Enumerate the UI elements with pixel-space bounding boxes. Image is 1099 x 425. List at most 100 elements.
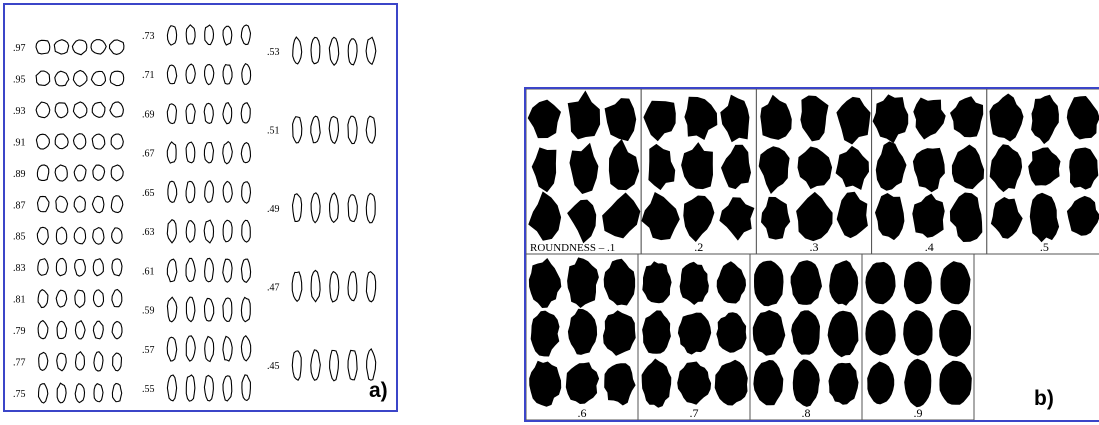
grain-outline xyxy=(92,102,105,117)
grain-outline xyxy=(186,297,195,322)
grain-outline xyxy=(112,228,122,244)
grain-outline xyxy=(242,64,251,85)
grain-outline xyxy=(74,134,86,149)
grain-outline xyxy=(205,258,214,281)
grain-outline xyxy=(75,321,85,339)
grain-outline xyxy=(94,352,103,371)
grain-outline xyxy=(223,298,232,321)
grain-outline xyxy=(167,142,176,163)
panel-b-label: b) xyxy=(1034,387,1054,411)
grain-outline xyxy=(292,351,301,380)
grain-outline xyxy=(38,259,48,276)
sphericity-col2-label: .67 xyxy=(142,149,155,160)
grain-outline xyxy=(74,165,86,181)
sphericity-col2-label: .69 xyxy=(142,109,155,120)
grain-outline xyxy=(223,65,232,85)
grain-outline xyxy=(311,350,321,380)
panel-a-label: a) xyxy=(369,379,388,403)
roundness-value-label: .9 xyxy=(914,406,923,420)
sphericity-col2-label: .65 xyxy=(142,188,155,199)
grain-outline xyxy=(36,40,50,54)
grain-outline xyxy=(56,196,68,212)
grain-silhouette xyxy=(754,261,784,307)
grain-outline xyxy=(75,290,85,307)
grain-outline xyxy=(204,103,213,123)
sphericity-col1-label: .81 xyxy=(13,295,26,306)
grain-outline xyxy=(37,165,48,180)
grain-outline xyxy=(311,193,320,223)
sphericity-col1-label: .75 xyxy=(13,389,26,400)
grain-outline xyxy=(330,193,339,222)
grain-outline xyxy=(205,299,214,322)
grain-outline xyxy=(111,196,123,213)
sphericity-col1-label: .83 xyxy=(13,263,26,274)
grain-outline xyxy=(311,37,320,63)
roundness-value-label: .8 xyxy=(802,406,811,420)
grain-outline xyxy=(168,181,177,202)
grain-outline xyxy=(75,260,86,277)
grain-outline xyxy=(93,228,104,245)
grain-outline xyxy=(366,116,375,143)
grain-outline xyxy=(55,103,68,118)
sphericity-col1-label: .85 xyxy=(13,232,26,243)
grain-outline xyxy=(75,384,84,403)
grain-silhouette xyxy=(904,262,932,305)
grain-outline xyxy=(330,350,339,380)
grain-outline xyxy=(293,117,302,143)
grain-outline xyxy=(72,40,86,55)
grain-outline xyxy=(223,142,233,164)
sphericity-chart-panel: .97.95.93.91.89.87.85.83.81.79.77.75.73.… xyxy=(3,3,398,412)
sphericity-col3-label: .49 xyxy=(267,204,280,215)
sphericity-col3-label: .51 xyxy=(267,126,280,137)
grain-outline xyxy=(241,103,250,123)
grain-outline xyxy=(348,272,357,301)
grain-outline xyxy=(92,134,105,149)
sphericity-col1-label: .95 xyxy=(13,74,26,85)
sphericity-col2-label: .73 xyxy=(142,31,155,42)
grain-outline xyxy=(330,272,339,302)
grain-outline xyxy=(223,376,232,401)
grain-outline xyxy=(93,165,105,180)
grain-outline xyxy=(205,337,214,362)
sphericity-col1-label: .87 xyxy=(13,200,26,211)
grain-outline xyxy=(167,337,177,361)
grain-outline xyxy=(167,220,176,243)
sphericity-col3-label: .53 xyxy=(267,47,280,58)
grain-outline xyxy=(57,353,66,371)
grain-outline xyxy=(241,25,250,45)
grain-outline xyxy=(348,350,357,379)
sphericity-chart-svg: .97.95.93.91.89.87.85.83.81.79.77.75.73.… xyxy=(5,5,396,410)
grain-outline xyxy=(366,272,375,302)
grain-outline xyxy=(94,290,104,307)
grain-outline xyxy=(329,117,338,144)
grain-outline xyxy=(92,196,104,212)
grain-outline xyxy=(329,37,338,65)
sphericity-col2-label: .61 xyxy=(142,266,155,277)
grain-outline xyxy=(241,143,250,163)
grain-outline xyxy=(186,375,195,401)
grain-outline xyxy=(223,26,232,45)
sphericity-col1-label: .77 xyxy=(13,358,26,369)
grain-outline xyxy=(112,322,122,339)
grain-outline xyxy=(167,26,176,45)
grain-outline xyxy=(56,259,66,276)
grain-outline xyxy=(93,259,103,276)
grain-outline xyxy=(57,383,66,403)
grain-outline xyxy=(113,353,122,371)
grain-outline xyxy=(73,71,87,87)
sphericity-col1-label: .89 xyxy=(13,169,26,180)
grain-outline xyxy=(111,134,123,149)
sphericity-col2-label: .71 xyxy=(142,70,155,81)
grain-outline xyxy=(241,297,250,321)
roundness-value-label: .4 xyxy=(925,240,934,254)
roundness-value-label: .3 xyxy=(810,240,819,254)
roundness-chart-panel: ROUNDNESS – .1.2.3.4.5.6.7.8.9 b) xyxy=(524,87,1099,422)
grain-outline xyxy=(112,290,122,307)
grain-outline xyxy=(366,37,376,64)
roundness-chart-svg: ROUNDNESS – .1.2.3.4.5.6.7.8.9 xyxy=(526,89,1099,420)
roundness-value-label: .5 xyxy=(1040,240,1049,254)
sphericity-col2-label: .59 xyxy=(142,306,155,317)
sphericity-col2-label: .57 xyxy=(142,345,155,356)
grain-outline xyxy=(186,181,195,202)
sphericity-col1-label: .97 xyxy=(13,43,26,54)
